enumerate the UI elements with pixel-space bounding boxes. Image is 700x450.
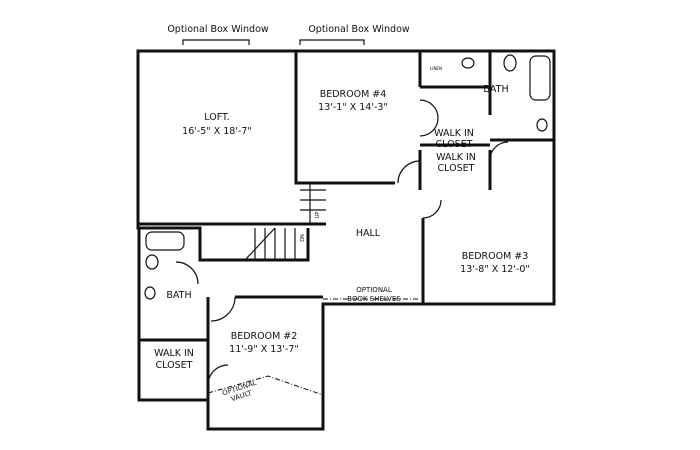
room-size-bedroom2: 11'-9" X 13'-7" [229, 344, 299, 355]
closet-a-line2: CLOSET [436, 139, 473, 150]
dn-label: DN [300, 234, 306, 242]
closet-c-line1: WALK IN [154, 348, 194, 359]
fixtures [144, 54, 551, 386]
sink-icon [144, 286, 156, 300]
room-name-hall: HALL [356, 228, 381, 239]
closet-b-line1: WALK IN [436, 152, 476, 163]
room-name-bath-upper: BATH [483, 84, 508, 95]
closet-b-line2: CLOSET [438, 163, 475, 174]
bathtub-icon [145, 231, 185, 251]
box-window-label-1: Optional Box Window [167, 24, 269, 35]
bathtub-icon [529, 55, 551, 101]
closet-c-line2: CLOSET [156, 360, 193, 371]
interior-walls [138, 51, 554, 400]
door-swings [175, 99, 509, 386]
room-name-bedroom2: BEDROOM #2 [231, 331, 298, 342]
room-name-bedroom4: BEDROOM #4 [320, 89, 387, 100]
linen-label: LINEN [430, 66, 442, 71]
toilet-icon [503, 54, 517, 72]
room-name-bath-lower: BATH [166, 290, 191, 301]
sink-icon [461, 57, 475, 69]
toilet-icon [145, 254, 159, 270]
shelves-note-2: BOOK SHELVES [347, 295, 401, 303]
exterior-walls [136, 49, 556, 431]
sink-icon [536, 118, 548, 132]
room-name-bedroom3: BEDROOM #3 [462, 251, 529, 262]
shelves-note-1: OPTIONAL [356, 286, 392, 294]
box-window-markers [182, 39, 365, 45]
room-size-bedroom4: 13'-1" X 14'-3" [318, 102, 388, 113]
closet-a-line1: WALK IN [434, 128, 474, 139]
room-name-loft: LOFT. [204, 112, 229, 123]
up-label: UP [315, 212, 321, 219]
room-size-bedroom3: 13'-8" X 12'-0" [460, 264, 530, 275]
stairs-up-icon [300, 183, 326, 224]
room-size-loft: 16'-5" X 18'-7" [182, 126, 252, 137]
stairs-down-icon [244, 227, 296, 261]
box-window-label-2: Optional Box Window [308, 24, 410, 35]
optional-vault-line [207, 375, 324, 396]
